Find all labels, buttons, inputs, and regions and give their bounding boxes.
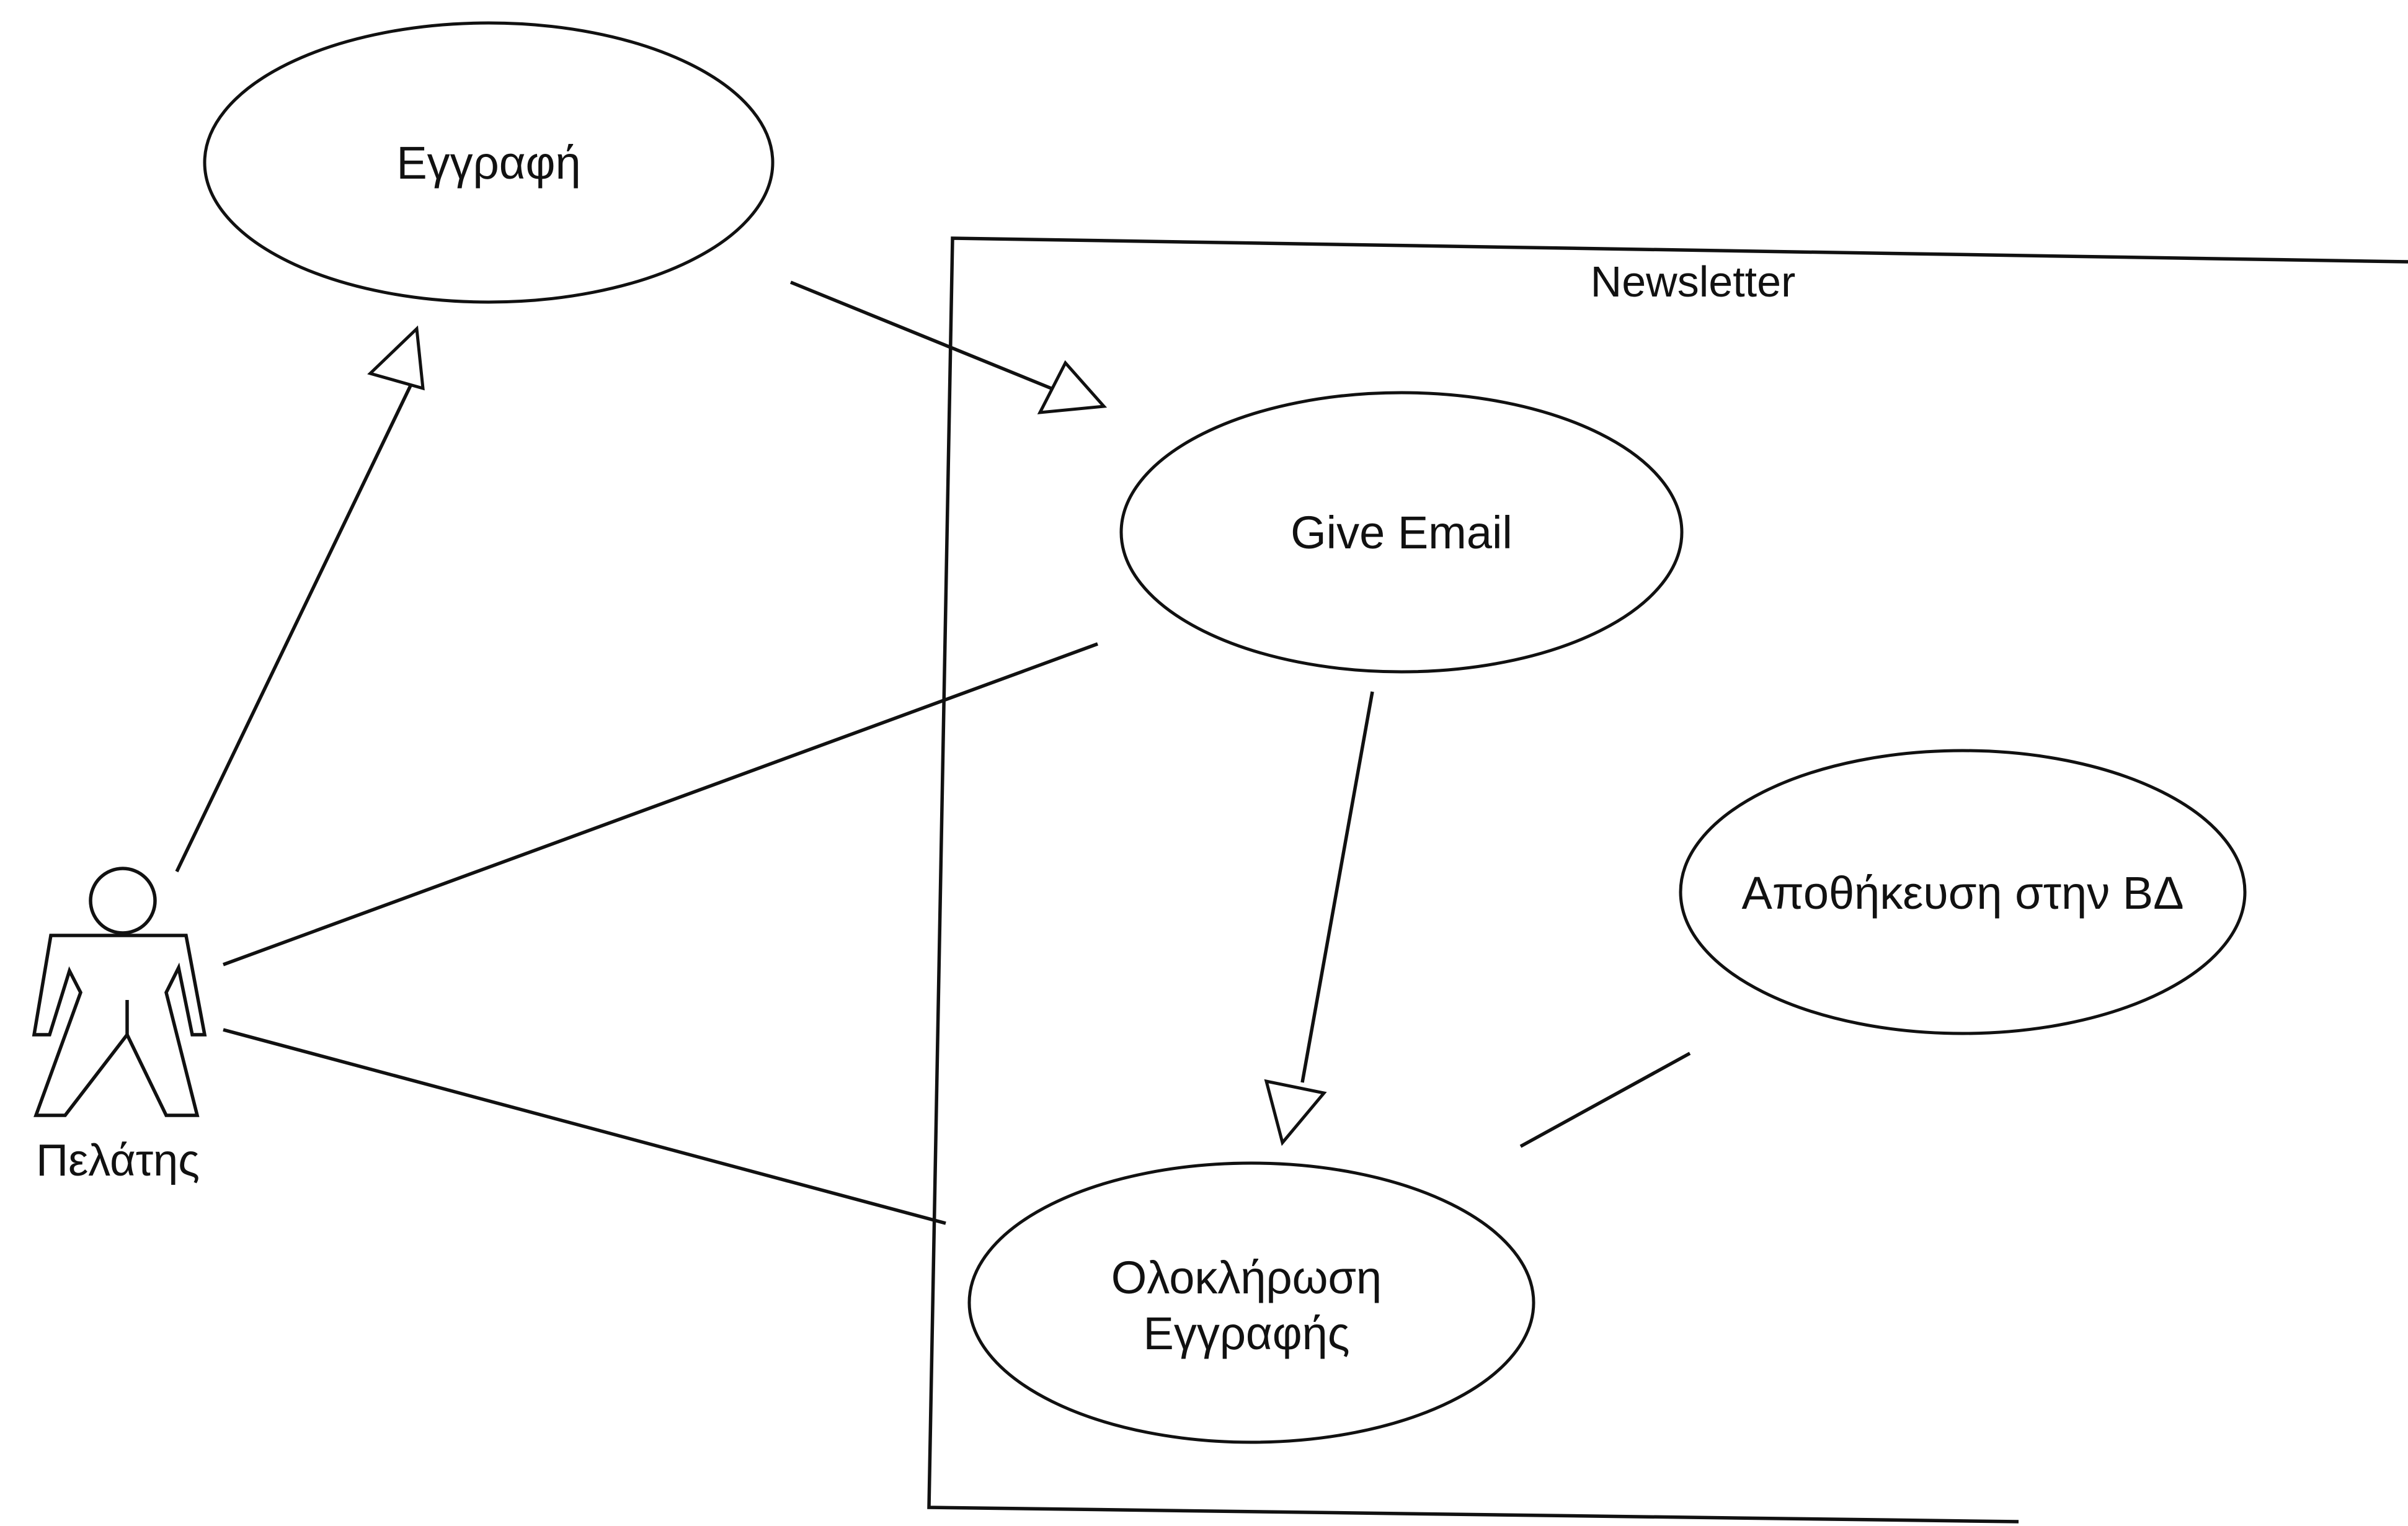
use-case-complete-registration[interactable]: Ολοκλήρωση Εγγραφής bbox=[967, 1161, 1535, 1444]
connectors bbox=[175, 280, 1691, 1225]
use-case-give-email[interactable]: Give Email bbox=[1119, 391, 1684, 674]
use-case-save-db-label: Αποθήκευση στην ΒΔ bbox=[1741, 867, 2184, 919]
registration-to-give-email-line[interactable] bbox=[789, 280, 1055, 391]
actor-to-give-email-line[interactable] bbox=[223, 642, 1098, 966]
use-case-complete-registration-label-line2: Εγγραφής bbox=[1143, 1308, 1349, 1359]
actor-label: Πελάτης bbox=[36, 1136, 200, 1185]
use-case-give-email-label: Give Email bbox=[1291, 507, 1513, 558]
completion-to-save-db-line[interactable] bbox=[1519, 1051, 1691, 1148]
actor-to-registration-arrowhead bbox=[367, 325, 425, 391]
give-email-to-completion-arrowhead bbox=[1264, 1079, 1327, 1146]
system-boundary[interactable]: Newsletter bbox=[927, 236, 2408, 1524]
actor-to-completion-line[interactable] bbox=[223, 1028, 946, 1225]
use-case-registration-ellipse bbox=[203, 21, 775, 304]
use-case-registration-label: Εγγραφή bbox=[396, 137, 580, 189]
actor-figure-icon bbox=[32, 867, 207, 1117]
use-case-save-db-ellipse bbox=[1679, 749, 2247, 1035]
use-case-registration[interactable]: Εγγραφή bbox=[203, 21, 775, 304]
give-email-to-completion-line[interactable] bbox=[1300, 691, 1374, 1083]
system-boundary-title: Newsletter bbox=[1591, 257, 1796, 306]
use-case-complete-registration-label-line1: Ολοκλήρωση bbox=[1111, 1252, 1382, 1303]
actor-to-registration-line[interactable] bbox=[175, 374, 417, 873]
use-case-save-db[interactable]: Αποθήκευση στην ΒΔ bbox=[1679, 749, 2247, 1035]
use-case-give-email-ellipse bbox=[1119, 391, 1684, 674]
registration-to-give-email-arrowhead bbox=[1037, 360, 1108, 414]
actor[interactable]: Πελάτης bbox=[32, 867, 207, 1185]
use-case-complete-registration-ellipse bbox=[967, 1161, 1535, 1444]
system-boundary-frame bbox=[927, 236, 2408, 1524]
